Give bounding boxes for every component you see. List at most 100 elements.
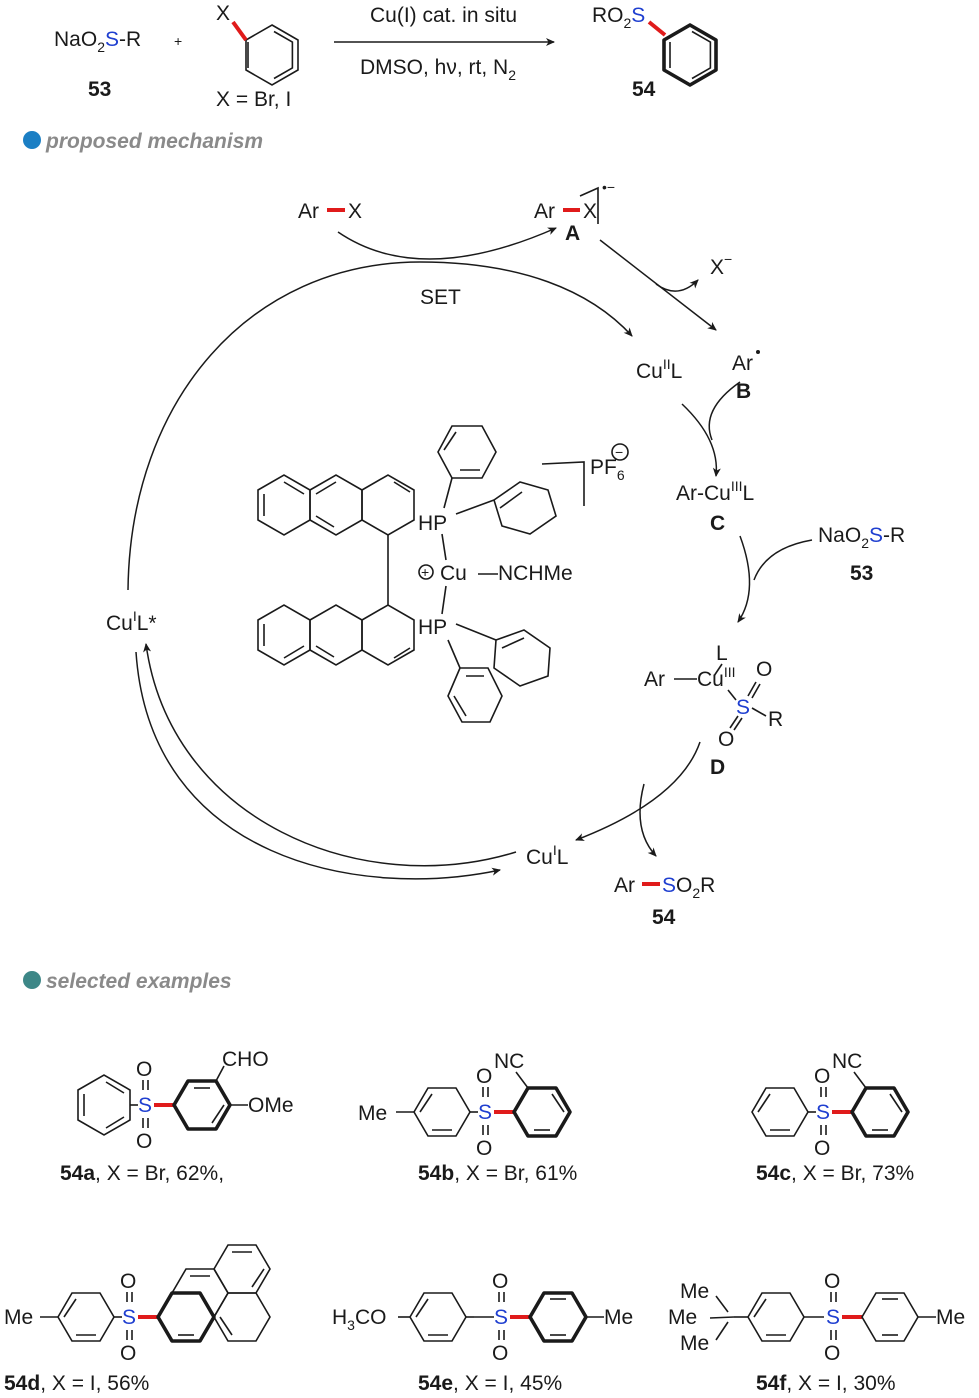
example-54a: S O O CHO OMe 54a, X = Br, 62%,: [60, 1048, 294, 1185]
relaxation-arrow: [135, 651, 501, 880]
d-copper: CuIII: [697, 664, 736, 691]
examples-title: selected examples: [46, 970, 232, 993]
phosphine-bottom: HP: [418, 616, 447, 639]
d-oxygen-1: O: [756, 658, 772, 681]
arx-x: X: [348, 200, 362, 223]
counterion: PF6: [590, 456, 625, 483]
cu2-species: CuIIL: [636, 356, 682, 383]
product-54-structure: RO2S: [592, 4, 718, 87]
example-54b: Me S O O NC 54b, X = Br, 61%: [358, 1050, 577, 1185]
examples-bullet-icon: [23, 971, 41, 989]
example-54f: Me Me Me S O O Me 54f, X = I, 30%: [668, 1270, 965, 1395]
54e-sulfur: S: [494, 1306, 508, 1329]
plus-charge-icon: [418, 564, 434, 580]
54a-sulfur: S: [138, 1094, 152, 1117]
example-54c: S O O NC 54c, X = Br, 73%: [751, 1050, 914, 1185]
54d-sulfur: S: [122, 1306, 136, 1329]
transmetalation-arrow: [737, 535, 751, 623]
plus-sign: +: [174, 33, 182, 49]
intermediate-d: L Ar CuIII S O O R: [644, 642, 783, 751]
halide-x-label: X: [216, 2, 230, 25]
54f-me-1: Me: [680, 1280, 709, 1303]
54e-methoxy: H3CO: [332, 1306, 386, 1333]
54f-o-top: O: [824, 1270, 840, 1293]
reagent-53-formula: NaO2S-R: [54, 28, 141, 55]
conditions-top: Cu(I) cat. in situ: [370, 4, 517, 27]
54d-methyl: Me: [4, 1306, 33, 1329]
halide-loss-arrow: [655, 279, 699, 292]
cycle-product-ar: Ar: [614, 874, 635, 897]
reductive-elimination-arrow: [575, 741, 701, 841]
product-release-arrow: [639, 783, 657, 857]
54a-o-bottom: O: [136, 1130, 152, 1153]
radical-capture-arrow: [681, 403, 721, 477]
minus-charge-icon: [611, 443, 629, 461]
d-r-group: R: [768, 708, 783, 731]
excitation-arrow: [143, 643, 517, 867]
catalyst-ligand: NCHMe: [498, 562, 573, 585]
set-label: SET: [420, 286, 461, 309]
d-aryl: Ar: [644, 668, 665, 691]
54c-caption: 54c, X = Br, 73%: [756, 1162, 914, 1185]
aryl-radical: Ar: [732, 352, 753, 375]
54e-o-top: O: [492, 1270, 508, 1293]
radical-anion-x: X: [583, 200, 597, 223]
54c-sulfur: S: [816, 1101, 830, 1124]
54a-substituent-ome: OMe: [248, 1094, 294, 1117]
54e-caption: 54e, X = I, 45%: [418, 1372, 562, 1395]
phosphine-top: HP: [418, 512, 447, 535]
plus-charge: +: [421, 564, 429, 580]
mechanism-bullet-icon: [23, 131, 41, 149]
set-arrow: [337, 227, 557, 260]
radical-in-arrow: [708, 381, 741, 441]
mechanism-title: proposed mechanism: [45, 130, 263, 153]
cu1-species: CuIL: [526, 842, 568, 869]
54f-me-2: Me: [668, 1306, 697, 1329]
54b-nitrile: NC: [494, 1050, 524, 1073]
aryl-halide-structure: X: [216, 2, 299, 86]
copper-catalyst-structure: HP HP Cu NCHMe + PF6 −: [257, 425, 629, 723]
label-a: A: [565, 222, 580, 245]
sulfinate-number: 53: [850, 562, 873, 585]
radical-dot-icon: [756, 350, 760, 354]
54b-o-top: O: [476, 1065, 492, 1088]
aryl-halide-label: Ar: [298, 200, 319, 223]
radical-anion-charge: •−: [602, 179, 615, 195]
halide-caption: X = Br, I: [216, 88, 291, 111]
54b-sulfur: S: [478, 1101, 492, 1124]
54e-o-bottom: O: [492, 1342, 508, 1365]
d-ligand: L: [716, 642, 728, 665]
arcu3-species: Ar-CuIIIL: [676, 478, 754, 505]
54c-o-top: O: [814, 1065, 830, 1088]
54b-methyl: Me: [358, 1102, 387, 1125]
reagent-53-number: 53: [88, 78, 111, 101]
54c-o-bottom: O: [814, 1137, 830, 1160]
product-54-number: 54: [632, 78, 656, 101]
example-54d: Me S O O 54d, X = I, 56%: [4, 1244, 271, 1395]
example-54e: H3CO S O O Me 54e, X = I, 45%: [332, 1270, 633, 1395]
54a-o-top: O: [136, 1058, 152, 1081]
label-d: D: [710, 756, 725, 779]
overall-reaction: NaO2S-R 53 + X X = Br, I Cu(I) cat. in s…: [54, 2, 718, 111]
d-sulfur: S: [736, 696, 750, 719]
54a-caption: 54a, X = Br, 62%,: [60, 1162, 224, 1185]
54f-me-3: Me: [680, 1332, 709, 1355]
54f-sulfur: S: [826, 1306, 840, 1329]
54b-o-bottom: O: [476, 1137, 492, 1160]
halide-ion: X−: [710, 251, 732, 279]
catalytic-cycle: Ar X SET Ar X •− A X− CuIIL Ar B Ar-CuII…: [106, 179, 905, 929]
label-b: B: [736, 380, 751, 403]
catalyst-copper: Cu: [440, 562, 467, 585]
54d-o-top: O: [120, 1270, 136, 1293]
cu1-star-species: CuIL*: [106, 608, 157, 635]
product-formula: RO2S: [592, 4, 645, 31]
54d-caption: 54d, X = I, 56%: [4, 1372, 149, 1395]
label-c: C: [710, 512, 725, 535]
54f-caption: 54f, X = I, 30%: [756, 1372, 896, 1395]
conditions-bottom: DMSO, hν, rt, N2: [360, 56, 516, 83]
cu1-star-to-cu2-arrow: [127, 261, 633, 591]
d-oxygen-2: O: [718, 728, 734, 751]
54f-methyl: Me: [936, 1306, 965, 1329]
54f-o-bottom: O: [824, 1342, 840, 1365]
